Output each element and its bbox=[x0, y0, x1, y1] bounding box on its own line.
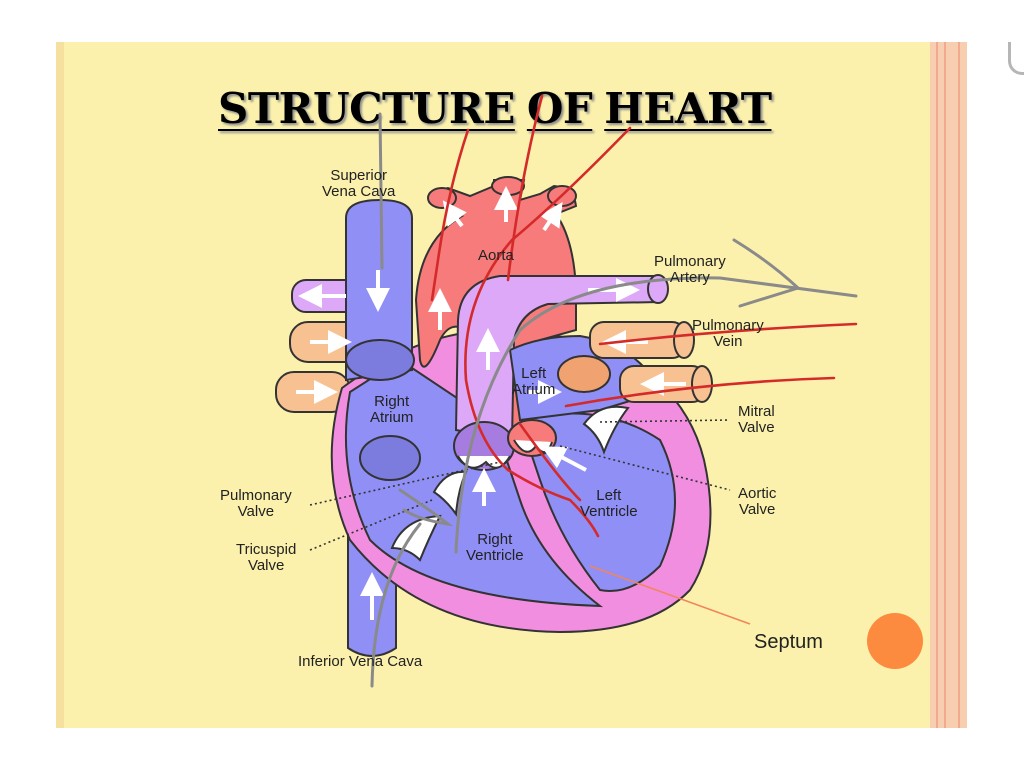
label-line: Pulmonary bbox=[654, 253, 726, 270]
label-tricuspid-valve: Tricuspid Valve bbox=[236, 542, 296, 574]
aorta-top-middle bbox=[491, 176, 525, 196]
label-inferior-vena-cava: Inferior Vena Cava bbox=[298, 653, 423, 670]
flow-arrows bbox=[296, 186, 686, 620]
title-word-structure: STRUCTURE bbox=[218, 84, 515, 133]
border-stripe bbox=[944, 42, 946, 728]
label-line: Vein bbox=[713, 333, 743, 350]
left-atrium-opening bbox=[557, 355, 611, 393]
mitral-valve bbox=[582, 405, 630, 455]
border-stripe bbox=[958, 42, 960, 728]
septum-pointer bbox=[589, 565, 751, 625]
label-line: Valve bbox=[738, 501, 776, 518]
label-right-ventricle: Right Ventricle bbox=[466, 532, 524, 564]
label-line: Right bbox=[477, 531, 513, 548]
coronary-sinus bbox=[359, 435, 421, 481]
orange-circle-marker bbox=[867, 613, 923, 669]
label-pulmonary-valve: Pulmonary Valve bbox=[220, 488, 292, 520]
label-line: Pulmonary bbox=[692, 317, 764, 334]
label-left-atrium: Left Atrium bbox=[512, 366, 555, 398]
label-aortic-valve: Aortic Valve bbox=[738, 486, 776, 518]
label-line: Artery bbox=[669, 269, 710, 286]
label-pulmonary-artery: Pulmonary Artery bbox=[654, 254, 726, 286]
leader-lines bbox=[309, 419, 731, 551]
label-line: Valve bbox=[738, 419, 775, 436]
label-line: Tricuspid bbox=[236, 541, 297, 558]
label-right-atrium: Right Atrium bbox=[370, 394, 413, 426]
slide-left-edge bbox=[56, 42, 64, 728]
title-word-heart: HEART bbox=[604, 84, 772, 133]
label-line: Vena Cava bbox=[322, 183, 396, 200]
label-line: Superior bbox=[330, 167, 388, 184]
label-line: Ventricle bbox=[580, 503, 638, 520]
label-line: Left bbox=[596, 487, 622, 504]
label-septum: Septum bbox=[754, 631, 823, 653]
label-line: Atrium bbox=[370, 409, 414, 426]
pulmonary-valve bbox=[453, 421, 515, 471]
label-pulmonary-vein: Pulmonary Vein bbox=[692, 318, 764, 350]
label-line: Ventricle bbox=[466, 547, 524, 564]
label-line: Left bbox=[521, 365, 547, 382]
label-mitral-valve: Mitral Valve bbox=[738, 404, 775, 436]
label-aorta: Aorta bbox=[478, 247, 514, 264]
label-line: Mitral bbox=[738, 403, 775, 420]
label-line: Aortic bbox=[738, 485, 777, 502]
label-line: Pulmonary bbox=[220, 487, 292, 504]
gray-annotation-strokes bbox=[370, 112, 858, 688]
label-left-ventricle: Left Ventricle bbox=[580, 488, 638, 520]
label-line: Right bbox=[374, 393, 410, 410]
corner-mark-icon bbox=[1008, 42, 1024, 75]
label-line: Valve bbox=[237, 503, 275, 520]
label-line: Valve bbox=[247, 557, 285, 574]
aortic-valve bbox=[507, 419, 557, 457]
red-annotation-strokes bbox=[430, 94, 858, 538]
label-line: Atrium bbox=[512, 381, 556, 398]
label-superior-vena-cava: Superior Vena Cava bbox=[322, 168, 395, 200]
border-stripe bbox=[936, 42, 938, 728]
vena-cava-opening bbox=[345, 339, 415, 381]
